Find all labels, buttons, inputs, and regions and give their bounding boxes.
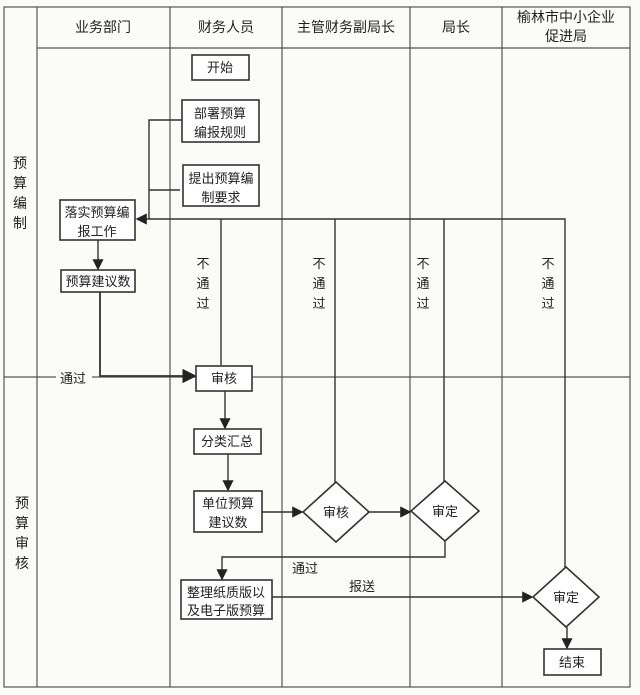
svg-text:算: 算	[15, 516, 29, 532]
node-classify: 分类汇总	[193, 428, 262, 455]
svg-text:不: 不	[541, 257, 554, 272]
svg-text:审定: 审定	[553, 591, 579, 606]
node-end: 结束	[543, 648, 602, 676]
svg-text:过: 过	[416, 297, 429, 312]
svg-text:不: 不	[416, 257, 429, 272]
node-organize-budget: 整理纸质版以 及电子版预算	[180, 579, 273, 620]
svg-text:预: 预	[15, 496, 29, 512]
reject-label-director: 不 通 过	[416, 257, 429, 312]
svg-text:制要求: 制要求	[201, 191, 240, 206]
svg-text:算: 算	[13, 176, 27, 192]
svg-text:提出预算编: 提出预算编	[188, 171, 253, 187]
svg-text:结束: 结束	[559, 656, 585, 671]
svg-text:核: 核	[15, 556, 29, 572]
svg-text:报工作: 报工作	[77, 225, 116, 240]
lane-header-finance-staff: 财务人员	[198, 20, 254, 36]
reject-label-deputy: 不 通 过	[312, 257, 325, 312]
svg-text:分类汇总: 分类汇总	[201, 435, 253, 450]
phase-label-review: 预 算 审 核	[15, 496, 29, 572]
reject-label-finance: 不 通 过	[196, 257, 209, 312]
svg-text:过: 过	[196, 297, 209, 312]
lane-header-deputy-director: 主管财务副局长	[297, 20, 395, 36]
svg-text:不: 不	[312, 257, 325, 272]
pass-label-1: 通过	[60, 372, 86, 387]
svg-text:预: 预	[13, 156, 27, 172]
node-start: 开始	[191, 54, 250, 81]
svg-text:编: 编	[13, 196, 27, 212]
lane-header-business-dept: 业务部门	[75, 20, 131, 36]
lane-header-director: 局长	[442, 20, 470, 36]
svg-text:整理纸质版以: 整理纸质版以	[187, 586, 265, 601]
svg-text:编报规则: 编报规则	[194, 126, 246, 141]
svg-text:制: 制	[13, 216, 27, 232]
node-implement: 落实预算编 报工作	[59, 199, 136, 241]
svg-text:审核: 审核	[211, 372, 237, 387]
svg-text:单位预算: 单位预算	[202, 497, 254, 512]
svg-text:过: 过	[541, 297, 554, 312]
node-audit-box: 审核	[195, 365, 253, 392]
svg-text:开始: 开始	[207, 61, 233, 76]
svg-text:及电子版预算: 及电子版预算	[187, 604, 265, 619]
svg-text:审核: 审核	[323, 506, 349, 521]
svg-text:通: 通	[416, 277, 429, 292]
lane-header-bureau-line2: 促进局	[545, 29, 587, 45]
svg-text:审: 审	[15, 536, 29, 552]
node-deploy-rules: 部署预算 编报规则	[181, 99, 260, 143]
decision-final-approve: 审定	[531, 565, 601, 629]
reject-label-bureau: 不 通 过	[541, 257, 554, 312]
connectors	[92, 119, 573, 650]
phase-label-compile: 预 算 编 制	[13, 156, 27, 232]
svg-text:通: 通	[196, 277, 209, 292]
submit-label: 报送	[349, 580, 375, 595]
svg-text:部署预算: 部署预算	[194, 107, 246, 122]
lane-header-bureau-line1: 榆林市中小企业	[517, 9, 615, 26]
pass-label-2: 通过	[292, 562, 318, 577]
svg-text:不: 不	[196, 257, 209, 272]
decision-audit: 审核	[301, 480, 371, 544]
node-proposal: 预算建议数	[60, 269, 136, 293]
svg-text:通: 通	[541, 277, 554, 292]
node-unit-proposal: 单位预算 建议数	[193, 490, 263, 533]
node-request-requirements: 提出预算编 制要求	[182, 164, 260, 207]
svg-text:建议数: 建议数	[208, 516, 247, 531]
svg-text:通: 通	[312, 277, 325, 292]
svg-text:过: 过	[312, 297, 325, 312]
svg-text:审定: 审定	[432, 505, 458, 520]
lane-grid	[3, 6, 631, 688]
decision-approve: 审定	[409, 479, 481, 543]
svg-text:预算建议数: 预算建议数	[65, 275, 130, 290]
svg-text:落实预算编: 落实预算编	[64, 206, 129, 221]
